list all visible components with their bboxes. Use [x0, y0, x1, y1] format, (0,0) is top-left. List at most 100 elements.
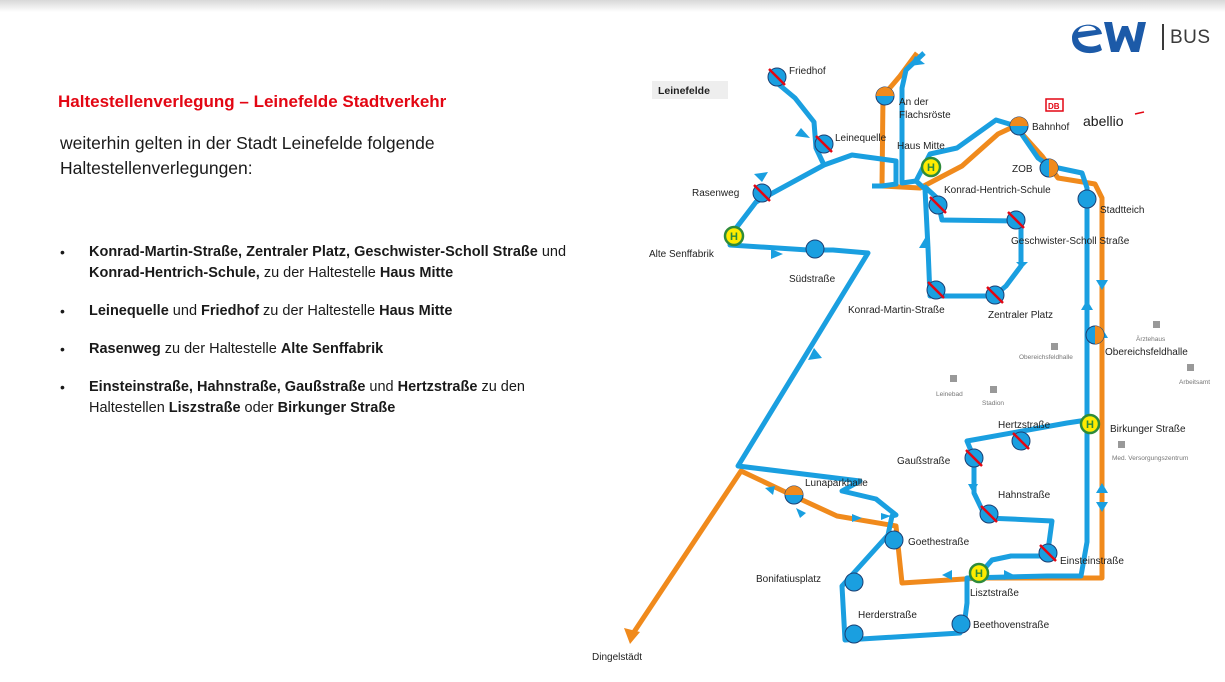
- arrow: [919, 238, 930, 248]
- stop-stadtteich: [1077, 189, 1097, 209]
- orange-arrow-head: [624, 628, 640, 644]
- facility-marker: [1153, 321, 1160, 328]
- facility-marker: [1051, 343, 1058, 350]
- arrow: [771, 249, 783, 259]
- hub-alte-senffabrik: H: [723, 225, 745, 247]
- label-geschwister: Geschwister-Scholl Straße: [1011, 236, 1130, 247]
- label-stadtteich: Stadtteich: [1100, 205, 1144, 216]
- label-herderstrasse: Herderstraße: [858, 610, 917, 621]
- label-birkunger: Birkunger Straße: [1110, 424, 1186, 435]
- cancel-zentraler-platz: [986, 286, 1004, 304]
- arrow: [942, 570, 952, 580]
- label-bonifatiusplatz: Bonifatiusplatz: [756, 574, 821, 585]
- cancel-leinequelle: [815, 135, 833, 153]
- arrow: [852, 514, 862, 522]
- label-an-der: An der: [899, 97, 929, 108]
- logo-divider: [1162, 24, 1164, 50]
- bullet-emphasis: Konrad-Hentrich-Schule,: [89, 265, 260, 281]
- route-map: Ärztehaus Obereichsfeldhalle Arbeitsamt …: [590, 48, 1225, 668]
- stop-suedstrasse: [805, 239, 825, 259]
- bullet-emphasis: Haus Mitte: [379, 303, 453, 319]
- arrow: [796, 508, 806, 518]
- cancel-konrad-hentrich: [929, 196, 947, 214]
- bullet-emphasis: Haus Mitte: [379, 265, 454, 281]
- cancel-hahnstrasse: [980, 505, 998, 523]
- label-lisztstrasse: Lisztstraße: [970, 588, 1019, 599]
- top-shade: [0, 0, 1225, 12]
- bullet-text: und: [365, 379, 398, 395]
- facility-obereichsfeldhalle: Obereichsfeldhalle: [1019, 354, 1073, 361]
- stop-an-der-flachsroeste: [875, 86, 895, 106]
- label-beethovenstrasse: Beethovenstraße: [973, 620, 1050, 631]
- label-leinequelle: Leinequelle: [835, 133, 887, 144]
- label-obereichsfeldhalle: Obereichsfeldhalle: [1105, 347, 1188, 358]
- hub-symbol: H: [730, 231, 738, 243]
- arrow: [795, 128, 810, 138]
- label-hahnstrasse: Hahnstraße: [998, 490, 1051, 501]
- facility-marker: [950, 375, 957, 382]
- cancel-hertzstrasse: [1012, 432, 1030, 450]
- label-konrad-hentrich: Konrad-Hentrich-Schule: [944, 185, 1051, 196]
- facilities: Ärztehaus Obereichsfeldhalle Arbeitsamt …: [936, 321, 1210, 462]
- cancel-friedhof: [768, 68, 786, 86]
- label-konrad-martin: Konrad-Martin-Straße: [848, 305, 945, 316]
- bullet-text: und: [537, 244, 567, 260]
- label-einsteinstrasse: Einsteinstraße: [1060, 556, 1124, 567]
- label-rasenweg: Rasenweg: [692, 188, 739, 199]
- cancel-gaussstrasse: [965, 449, 983, 467]
- arrow: [1096, 483, 1108, 493]
- arrow: [1016, 262, 1028, 268]
- stop-goethestrasse: [884, 530, 904, 550]
- shared-stops: [784, 86, 1105, 505]
- stop-bonifatiusplatz: [844, 572, 864, 592]
- bullet-text: zu den Haltestellen: [89, 379, 525, 416]
- facility-marker: [990, 386, 997, 393]
- stop-beethovenstrasse: [951, 614, 971, 634]
- page-title: Haltestellenverlegung – Leinefelde Stadt…: [58, 92, 447, 111]
- bullet-text: oder: [240, 400, 278, 416]
- bullet-emphasis: Liszstraße: [168, 400, 241, 416]
- label-bahnhof: Bahnhof: [1032, 122, 1069, 133]
- facility-stadion: Stadion: [982, 400, 1004, 407]
- label-friedhof: Friedhof: [789, 66, 826, 77]
- facility-arbeitsamt: Arbeitsamt: [1179, 379, 1210, 386]
- cancel-marks: [753, 68, 1057, 562]
- label-alte-senffabrik: Alte Senffabrik: [649, 249, 715, 260]
- abellio-accent: [1134, 111, 1145, 115]
- facility-leinebad: Leinebad: [936, 391, 963, 398]
- bus-label: BUS: [1170, 27, 1211, 48]
- relocation-item: Konrad-Martin-Straße, Zentraler Platz, G…: [60, 242, 580, 284]
- facility-marker: [1187, 364, 1194, 371]
- stop-herderstrasse: [844, 624, 864, 644]
- label-gaussstrasse: Gaußstraße: [897, 456, 951, 467]
- arrow: [1096, 502, 1108, 512]
- bullet-text: zu der Haltestelle: [259, 265, 380, 281]
- bullet-emphasis: Birkunger Straße: [277, 400, 396, 416]
- area-label: Leinefelde: [658, 85, 710, 97]
- hub-haus-mitte: H: [920, 156, 942, 178]
- facility-med-versorgung: Med. Versorgungszentrum: [1112, 455, 1188, 462]
- db-logo: [1045, 98, 1064, 112]
- hub-symbol: H: [927, 162, 935, 174]
- label-suedstrasse: Südstraße: [789, 274, 836, 285]
- stop-bahnhof: [1009, 116, 1029, 136]
- hub-symbol: H: [1086, 419, 1094, 431]
- hub-lisztstrasse: H: [968, 562, 990, 584]
- db-label: DB: [1048, 102, 1060, 111]
- ew-logo-mark: [1072, 22, 1146, 54]
- hub-symbol: H: [975, 568, 983, 580]
- arrow: [910, 56, 925, 66]
- abellio-logo: abellio: [1083, 113, 1124, 129]
- intro-text: weiterhin gelten in der Stadt Leinefelde…: [60, 133, 435, 178]
- label-zentraler-platz: Zentraler Platz: [988, 310, 1053, 321]
- blue-route-friedhof: [769, 76, 827, 167]
- facility-marker: [1118, 441, 1125, 448]
- relocation-item: Rasenweg zu der Haltestelle Alte Senffab…: [60, 339, 580, 360]
- arrow: [754, 172, 768, 182]
- label-zob: ZOB: [1012, 164, 1033, 175]
- bullet-emphasis: Friedhof: [201, 303, 260, 319]
- cancel-rasenweg: [753, 184, 771, 202]
- cancel-konrad-martin: [927, 281, 945, 299]
- bullet-text: zu der Haltestelle: [259, 303, 380, 319]
- bullet-emphasis: Leinequelle: [89, 303, 169, 319]
